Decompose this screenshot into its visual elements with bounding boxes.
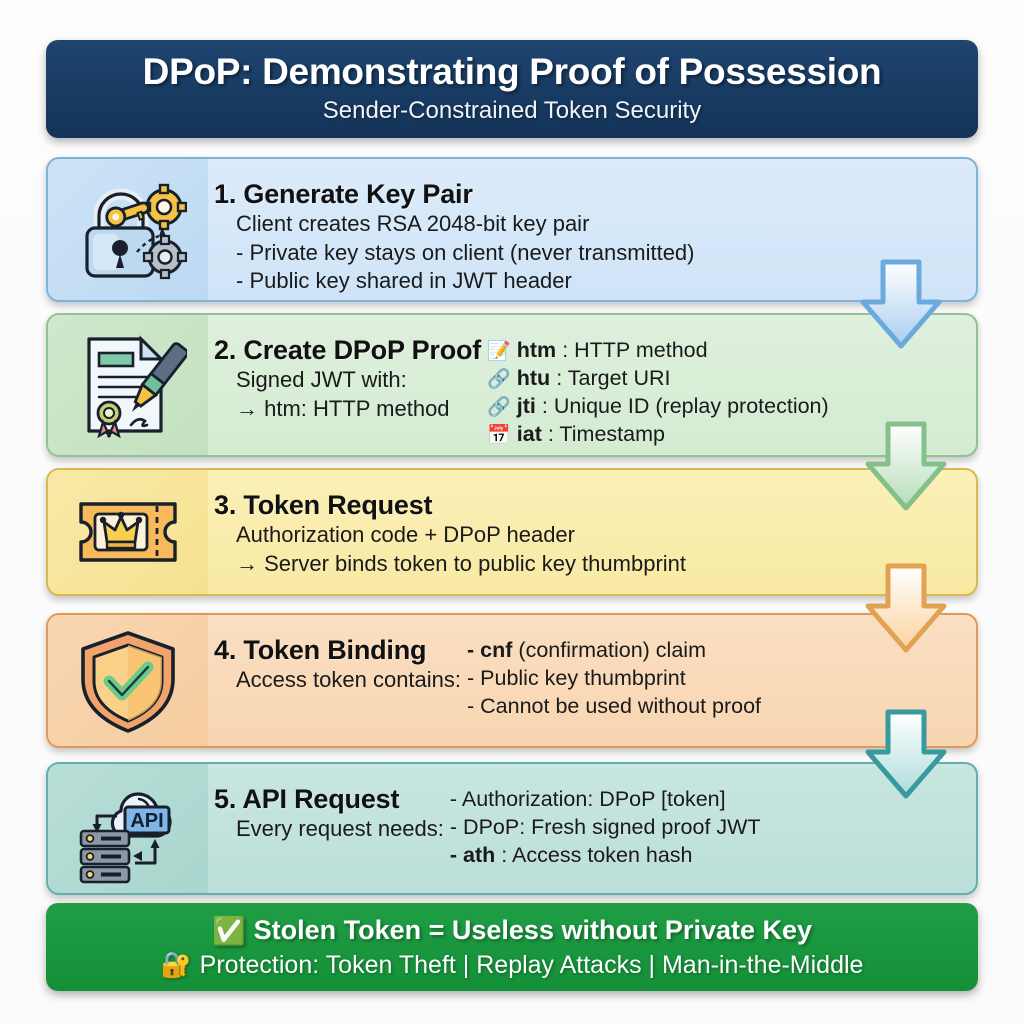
- footer-protection-text: Protection: Token Theft | Replay Attacks…: [199, 950, 864, 979]
- header-banner: DPoP: Demonstrating Proof of Possession …: [46, 40, 978, 138]
- claim-key-htm: htm: [516, 338, 557, 362]
- step-3-left-column: 3. Token Request Authorization code + DP…: [214, 480, 686, 584]
- header-key-ath: - ath: [449, 842, 496, 867]
- step-3-icon-pane: [48, 470, 208, 594]
- claim-row-htu: 🔗 htu : Target URI: [487, 365, 962, 393]
- step-2-icon-pane: [48, 315, 208, 455]
- step-2-claims-list: 📝 htm : HTTP method 🔗 htu : Target URI 🔗…: [481, 325, 962, 446]
- arrow-step3-to-step4: [858, 562, 954, 654]
- step-card-1[interactable]: 1. Generate Key Pair Client creates RSA …: [46, 157, 978, 302]
- shield-check-icon: [69, 625, 187, 737]
- step-4-details-list: - cnf (confirmation) claim - Public key …: [461, 625, 962, 736]
- arrow-step4-to-step5: [858, 708, 954, 800]
- claim-row-jti: 🔗 jti : Unique ID (replay protection): [487, 393, 962, 421]
- step-2-line-1: Signed JWT with:: [236, 367, 407, 392]
- step-3-body: 3. Token Request Authorization code + DP…: [208, 470, 976, 594]
- step-5-headers-list: - Authorization: DPoP [token] - DPoP: Fr…: [444, 774, 962, 883]
- step-5-body: 5. API Request Every request needs: - Au…: [208, 764, 976, 893]
- step-1-left-column: 1. Generate Key Pair Client creates RSA …: [214, 169, 695, 293]
- calendar-icon: 📅: [487, 424, 511, 446]
- claim-desc-htu: : Target URI: [556, 365, 671, 390]
- step-3-line-1: Authorization code + DPoP header: [236, 522, 575, 547]
- claim-key-htu: htu: [516, 365, 551, 390]
- step-1-line-3: - Public key shared in JWT header: [236, 268, 572, 294]
- step-1-line-2: - Private key stays on client (never tra…: [236, 239, 695, 265]
- step-5-left-column: 5. API Request Every request needs:: [214, 774, 444, 883]
- arrow-step1-to-step2: [853, 258, 949, 350]
- detail-key-cnf: - cnf: [467, 638, 513, 662]
- detail-desc-noproof: - Cannot be used without proof: [467, 693, 762, 718]
- step-1-title: 1. Generate Key Pair: [214, 179, 473, 209]
- header-row-dpop: - DPoP: Fresh signed proof JWT: [450, 814, 962, 842]
- step-1-line-1: Client creates RSA 2048-bit key pair: [236, 211, 590, 236]
- page-title: DPoP: Demonstrating Proof of Possession: [142, 50, 882, 92]
- footer-headline: ✅ Stolen Token = Useless without Private…: [212, 915, 812, 947]
- step-card-5[interactable]: API: [46, 762, 978, 895]
- step-2-line-2: → htm: HTTP method: [236, 395, 450, 421]
- step-4-title: 4. Token Binding: [214, 635, 427, 665]
- cloud-api-server-icon: API: [69, 773, 187, 885]
- ticket-crown-icon: [69, 476, 187, 588]
- step-1-body: 1. Generate Key Pair Client creates RSA …: [208, 159, 976, 300]
- detail-row-cnf: - cnf (confirmation) claim: [467, 637, 962, 665]
- claim-desc-iat: : Timestamp: [547, 421, 665, 446]
- step-card-2[interactable]: 2. Create DPoP Proof Signed JWT with: → …: [46, 313, 978, 457]
- step-4-body: 4. Token Binding Access token contains: …: [208, 615, 976, 746]
- header-desc-authorization: - Authorization: DPoP [token]: [449, 787, 726, 811]
- step-2-body: 2. Create DPoP Proof Signed JWT with: → …: [208, 315, 976, 455]
- detail-row-noproof: - Cannot be used without proof: [467, 693, 962, 721]
- footer-banner: ✅ Stolen Token = Useless without Private…: [46, 903, 978, 991]
- step-card-3[interactable]: 3. Token Request Authorization code + DP…: [46, 468, 978, 596]
- svg-text:API: API: [130, 810, 163, 832]
- step-4-icon-pane: [48, 615, 208, 746]
- step-3-line-2: → Server binds token to public key thumb…: [236, 550, 687, 576]
- detail-desc-thumbprint: - Public key thumbprint: [467, 665, 686, 690]
- step-5-title: 5. API Request: [214, 784, 400, 814]
- step-4-left-column: 4. Token Binding Access token contains:: [214, 625, 461, 736]
- footer-headline-text: Stolen Token = Useless without Private K…: [253, 915, 813, 945]
- claim-row-iat: 📅 iat : Timestamp: [487, 421, 962, 449]
- header-desc-ath: : Access token hash: [501, 842, 693, 867]
- arrow-step2-to-step3: [858, 420, 954, 512]
- step-card-4[interactable]: 4. Token Binding Access token contains: …: [46, 613, 978, 748]
- detail-row-thumbprint: - Public key thumbprint: [467, 665, 962, 693]
- claim-desc-htm: : HTTP method: [562, 338, 708, 362]
- claim-desc-jti: : Unique ID (replay protection): [541, 393, 829, 418]
- footer-protection-line: 🔐 Protection: Token Theft | Replay Attac…: [161, 951, 864, 980]
- step-5-icon-pane: API: [48, 764, 208, 893]
- step-1-icon-pane: [48, 159, 208, 300]
- step-4-line-1: Access token contains:: [236, 667, 462, 692]
- link-icon: 🔗: [487, 396, 511, 418]
- claim-key-jti: jti: [516, 393, 536, 418]
- signed-certificate-pen-icon: [69, 329, 187, 441]
- step-5-line-1: Every request needs:: [236, 816, 444, 841]
- detail-desc-cnf: (confirmation) claim: [518, 638, 706, 662]
- header-desc-dpop: - DPoP: Fresh signed proof JWT: [449, 814, 761, 839]
- header-row-ath: - ath : Access token hash: [450, 842, 962, 870]
- step-3-title: 3. Token Request: [214, 490, 433, 520]
- memo-icon: 📝: [487, 341, 511, 362]
- header-row-authorization: - Authorization: DPoP [token]: [450, 786, 962, 814]
- claim-key-iat: iat: [516, 421, 542, 446]
- step-2-title: 2. Create DPoP Proof: [214, 335, 482, 365]
- step-2-left-column: 2. Create DPoP Proof Signed JWT with: → …: [214, 325, 481, 445]
- claim-row-htm: 📝 htm : HTTP method: [487, 337, 962, 365]
- page-subtitle: Sender-Constrained Token Security: [322, 97, 702, 125]
- check-mark-icon: ✅: [211, 915, 246, 946]
- link-icon: 🔗: [487, 368, 511, 390]
- padlock-key-gears-icon: [69, 174, 187, 286]
- lock-with-key-icon: 🔐: [160, 950, 192, 979]
